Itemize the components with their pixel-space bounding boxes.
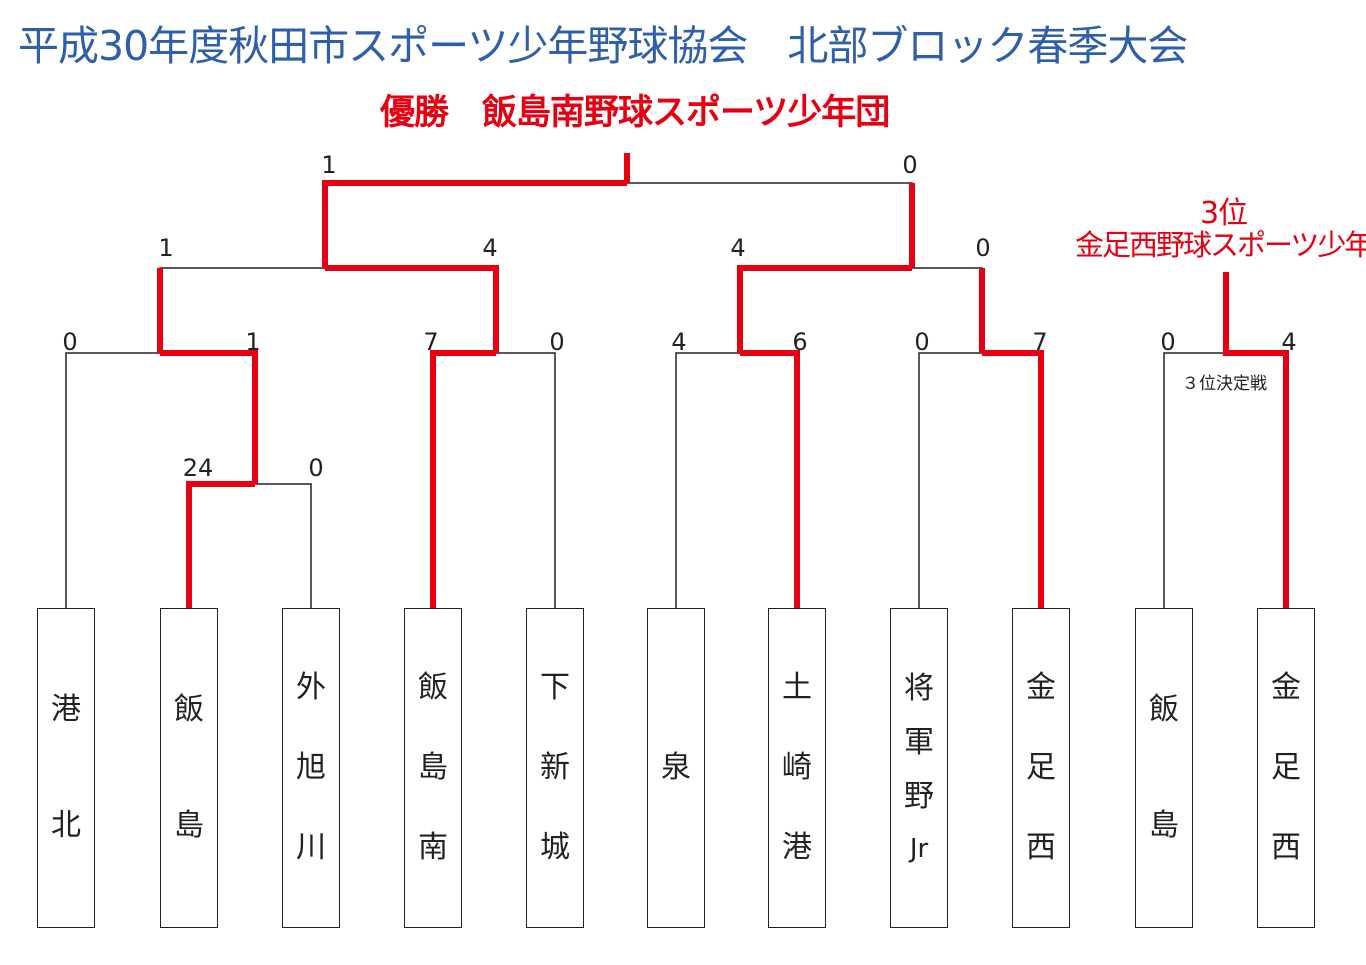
team-name-char: 野 <box>904 779 934 814</box>
team-name-char: 土 <box>782 670 812 705</box>
third-place-rank: 3位 <box>1200 196 1248 231</box>
match-score: 1 <box>245 328 261 356</box>
match-score: 4 <box>671 328 687 356</box>
third-place-team: 金足西野球スポーツ少年団 <box>1075 228 1366 262</box>
loser-path <box>159 267 325 353</box>
team-name-char: 川 <box>296 830 326 865</box>
winner-path <box>325 265 499 353</box>
team-box: 土崎港 <box>768 608 826 928</box>
match-score: 0 <box>308 454 324 482</box>
team-box: 下新城 <box>526 608 584 928</box>
loser-path <box>65 352 160 608</box>
match-score: 0 <box>975 234 991 262</box>
team-box: 金足西 <box>1012 608 1070 928</box>
team-name-char: 西 <box>1271 830 1301 865</box>
match-score: 0 <box>902 151 918 179</box>
winner-path <box>740 350 800 608</box>
team-name-char: 下 <box>540 670 570 705</box>
loser-path <box>675 352 740 608</box>
team-box: 外旭川 <box>282 608 340 928</box>
team-name-char: 飯 <box>1149 692 1179 727</box>
team-name-char: 崎 <box>782 750 812 785</box>
team-box: 金足西 <box>1257 608 1315 928</box>
team-name-char: 将 <box>904 671 934 706</box>
team-name-char: 西 <box>1026 830 1056 865</box>
team-name-char: 島 <box>174 808 204 843</box>
winner-path <box>160 350 258 484</box>
team-name-char: 軍 <box>904 725 934 760</box>
third-place-game-label: ３位決定戦 <box>1182 374 1267 394</box>
match-score: 1 <box>158 234 174 262</box>
loser-path <box>627 182 913 268</box>
team-name-char: 北 <box>51 808 81 843</box>
team-box: 将軍野 Jr <box>890 608 948 928</box>
team-name-char: 島 <box>1149 808 1179 843</box>
winner-path <box>737 265 912 353</box>
team-name-char: 金 <box>1271 670 1301 705</box>
team-name-char: 飯 <box>418 670 448 705</box>
champion-label: 優勝 飯島南野球スポーツ少年団 <box>380 93 890 133</box>
team-box: 飯島 <box>160 608 218 928</box>
loser-path <box>1163 352 1226 608</box>
match-score: 1 <box>321 151 337 179</box>
team-name-char: 南 <box>418 830 448 865</box>
match-score: 4 <box>482 234 498 262</box>
team-name-char: 港 <box>782 830 812 865</box>
match-score: 4 <box>730 234 746 262</box>
loser-path <box>496 352 556 608</box>
loser-path <box>255 483 312 608</box>
team-name-char: 足 <box>1026 750 1056 785</box>
team-name-char: 足 <box>1271 750 1301 785</box>
match-score: 24 <box>182 454 214 482</box>
winner-path <box>982 350 1044 608</box>
match-score: 6 <box>792 328 808 356</box>
team-name-char: Jr <box>909 834 929 864</box>
winner-path <box>322 180 627 268</box>
match-score: 7 <box>423 328 439 356</box>
loser-path <box>918 352 982 608</box>
team-box: 港北 <box>37 608 95 928</box>
team-name-char: 飯 <box>174 692 204 727</box>
winner-path <box>430 350 496 608</box>
match-score: 7 <box>1032 328 1048 356</box>
winner-path <box>1223 272 1289 608</box>
winner-path <box>186 481 255 608</box>
match-score: 0 <box>914 328 930 356</box>
match-score: 4 <box>1281 328 1297 356</box>
match-score: 0 <box>1160 328 1176 356</box>
team-box: 飯島 <box>1135 608 1193 928</box>
match-score: 0 <box>549 328 565 356</box>
team-name-char: 旭 <box>296 750 326 785</box>
team-box: 泉 <box>647 608 705 928</box>
team-name-char: 港 <box>51 692 81 727</box>
team-name-char: 城 <box>540 830 570 865</box>
team-name-char: 金 <box>1026 670 1056 705</box>
team-name-char: 泉 <box>661 750 691 785</box>
page-title: 平成30年度秋田市スポーツ少年野球協会 北部ブロック春季大会 <box>18 22 1188 70</box>
team-name-char: 島 <box>418 750 448 785</box>
team-name-char: 新 <box>540 750 570 785</box>
team-box: 飯島南 <box>404 608 462 928</box>
match-score: 0 <box>62 328 78 356</box>
team-name-char: 外 <box>296 670 326 705</box>
